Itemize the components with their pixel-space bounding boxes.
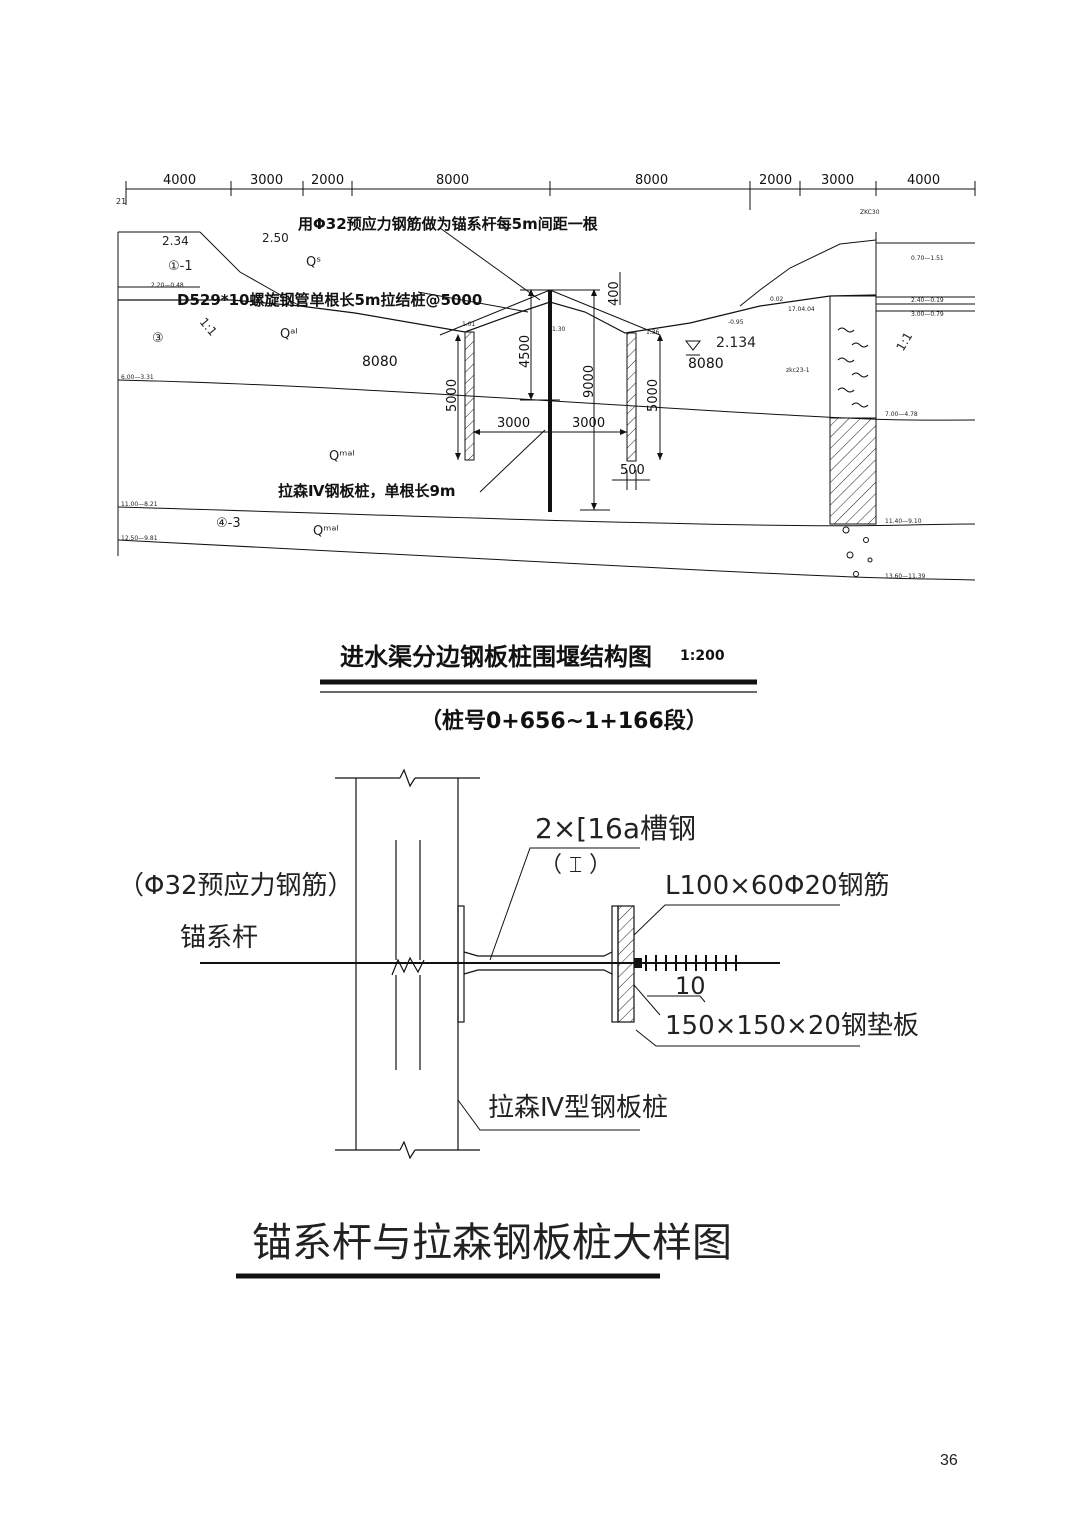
note-spiral-pile: D529*10螺旋钢管单根长5m拉结桩@5000 — [177, 291, 482, 309]
sheet-pile-left — [464, 331, 475, 461]
small-label-11: zkc23-1 — [786, 367, 810, 374]
depth-right-3: 13.60—11.39 — [885, 573, 926, 580]
detail-drawing: 2×[16a槽钢 （ ⌶ ） L100×60Φ20钢筋 （Φ32预应力钢筋） 锚… — [118, 768, 919, 1279]
geo-qs: Qˢ — [306, 255, 321, 270]
small-label-5: -0.95 — [728, 319, 744, 326]
page-number: 36 — [940, 1452, 958, 1469]
water-level-value: 2.134 — [716, 335, 756, 351]
label-steel-plate: 150×150×20钢垫板 — [665, 1011, 919, 1041]
small-label-9: 2.40—0.19 — [911, 297, 944, 304]
note-leaders — [417, 227, 546, 493]
dim-top-5: 8000 — [635, 173, 668, 188]
dim-3000-right: 3000 — [572, 416, 605, 431]
section-scale: 1:200 — [680, 648, 725, 664]
channel-steel — [457, 905, 619, 1023]
slope-right: 1:1 — [893, 330, 915, 354]
section-title-block: 进水渠分边钢板桩围堰结构图 1:200 （桩号0+656~1+166段） — [320, 643, 757, 734]
layer-3: ③ — [152, 331, 164, 346]
label-channel-steel: 2×[16a槽钢 — [535, 812, 696, 845]
detail-leaders — [200, 847, 860, 1131]
section-subtitle: （桩号0+656~1+166段） — [420, 708, 708, 734]
dim-5000-left: 5000 — [445, 379, 460, 412]
geo-qal: Qᵃˡ — [280, 327, 297, 342]
cross-section-drawing: 4000 3000 2000 8000 8000 2000 3000 4000 — [116, 173, 976, 581]
depth-right-1: 7.00—4.78 — [885, 411, 918, 418]
elev-2-34: 2.34 — [162, 234, 189, 248]
gravel-mark-right: 8080 — [688, 356, 724, 372]
anchor-tie-right — [549, 289, 661, 336]
sheet-pile-right — [626, 332, 637, 462]
slope-left: 1:1 — [197, 315, 220, 339]
dim-500: 500 — [620, 463, 645, 478]
label-rebar: L100×60Φ20钢筋 — [665, 871, 890, 901]
label-channel-section: （ ⌶ ） — [540, 853, 611, 878]
dim-top-8: 4000 — [907, 173, 940, 188]
dim-top-2: 3000 — [250, 173, 283, 188]
elev-2-50: 2.50 — [262, 231, 289, 245]
note-anchor-rod: 用Φ32预应力钢筋做为锚系杆每5m间距一根 — [298, 215, 598, 233]
bolt-marks — [645, 955, 737, 971]
small-label-10: 3.00—0.79 — [911, 311, 944, 318]
right-bank-structure — [829, 295, 877, 419]
depth-right-2: 11.40—9.10 — [885, 518, 922, 525]
dim-top-1: 4000 — [163, 173, 196, 188]
horizontal-dimensions — [473, 425, 650, 490]
right-bank-hatch — [829, 417, 877, 525]
dim-3000-left: 3000 — [497, 416, 530, 431]
label-weld-size: 10 — [675, 972, 706, 1000]
right-bank-gravel — [842, 526, 873, 577]
small-label-8: 0.70—1.51 — [911, 255, 944, 262]
right-bank-water-marks — [837, 327, 869, 408]
vertical-dimensions — [455, 272, 663, 511]
gravel-mark-left: 8080 — [362, 354, 398, 370]
section-title: 进水渠分边钢板桩围堰结构图 — [340, 643, 652, 671]
left-slope-line — [199, 231, 301, 307]
dim-top-7: 3000 — [821, 173, 854, 188]
dim-4500: 4500 — [518, 335, 533, 368]
small-label-13: ZKC30 — [860, 209, 880, 216]
geo-qmal-1: Qᵐᵃˡ — [329, 449, 355, 464]
depth-left-3: 12.50—9.81 — [121, 535, 158, 542]
dim-top-6: 2000 — [759, 173, 792, 188]
note-sheet-pile: 拉森Ⅳ钢板桩，单根长9m — [278, 482, 456, 500]
dim-400: 400 — [607, 281, 622, 306]
small-label-4: 1.36 — [646, 329, 660, 336]
label-larsen-pile: 拉森Ⅳ型钢板桩 — [488, 1093, 668, 1123]
geo-qmal-2: Qᵐᵃˡ — [313, 524, 339, 539]
small-label-1: 2.20—0.48 — [151, 282, 184, 289]
weld-bead — [634, 958, 642, 968]
detail-title: 锚系杆与拉森钢板桩大样图 — [252, 1220, 732, 1266]
dim-5000-right: 5000 — [646, 379, 661, 412]
dim-top-3: 2000 — [311, 173, 344, 188]
small-label-12: 21 — [116, 197, 126, 206]
right-slope-line — [739, 239, 877, 307]
small-label-6: 0.02 — [770, 296, 784, 303]
dim-top-4: 8000 — [436, 173, 469, 188]
layer-1-1: ①-1 — [168, 259, 193, 274]
small-label-2: 1.01 — [462, 321, 476, 328]
water-level-symbol — [684, 340, 702, 356]
dim-9000: 9000 — [582, 365, 597, 398]
top-dimension-chain — [125, 181, 976, 210]
depth-left-1: 6.00—3.31 — [121, 374, 154, 381]
depth-left-2: 11.00—8.21 — [121, 501, 158, 508]
layer-4-3: ④-3 — [216, 516, 241, 531]
label-anchor-rod: 锚系杆 — [180, 923, 258, 953]
label-prestress-rod: （Φ32预应力钢筋） — [118, 871, 354, 901]
small-label-7: 17.04.04 — [788, 306, 815, 313]
steel-backing-plate — [617, 905, 635, 1023]
small-label-3: 1.30 — [552, 326, 566, 333]
